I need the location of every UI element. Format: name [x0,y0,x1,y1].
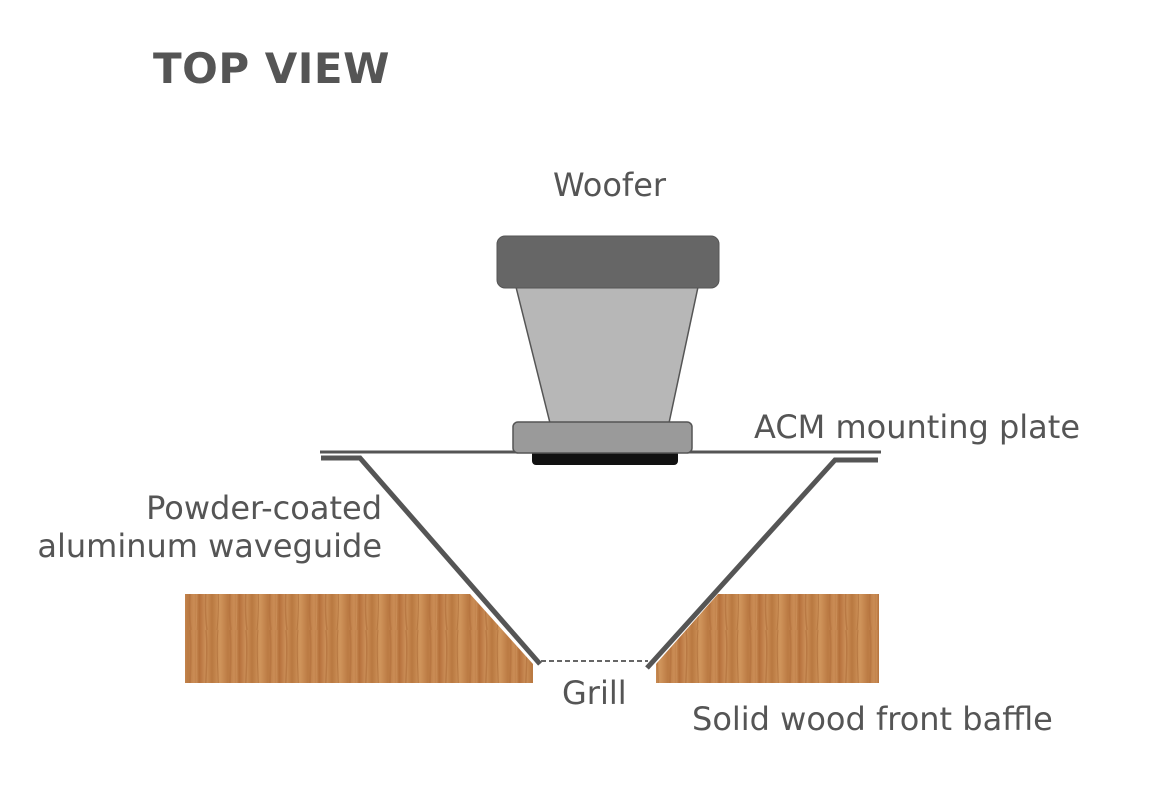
baffle-label: Solid wood front baffle [692,700,1053,738]
wood-baffle-left [185,594,533,683]
grill-label: Grill [562,674,627,712]
acm-plate-label: ACM mounting plate [754,408,1081,446]
waveguide-right [645,457,878,670]
wood-baffle-right [656,594,879,683]
woofer-cone [515,286,699,424]
waveguide-label-line1: Powder-coated [146,489,382,527]
woofer-label: Woofer [553,166,667,204]
page-title: TOP VIEW [153,44,390,93]
waveguide-label-line2: aluminum waveguide [37,527,382,566]
woofer-flange [512,421,693,454]
woofer [496,235,720,465]
woofer-magnet-cap [496,235,720,289]
waveguide-label: Powder-coated aluminum waveguide [37,489,382,566]
waveguide-left [321,455,542,666]
